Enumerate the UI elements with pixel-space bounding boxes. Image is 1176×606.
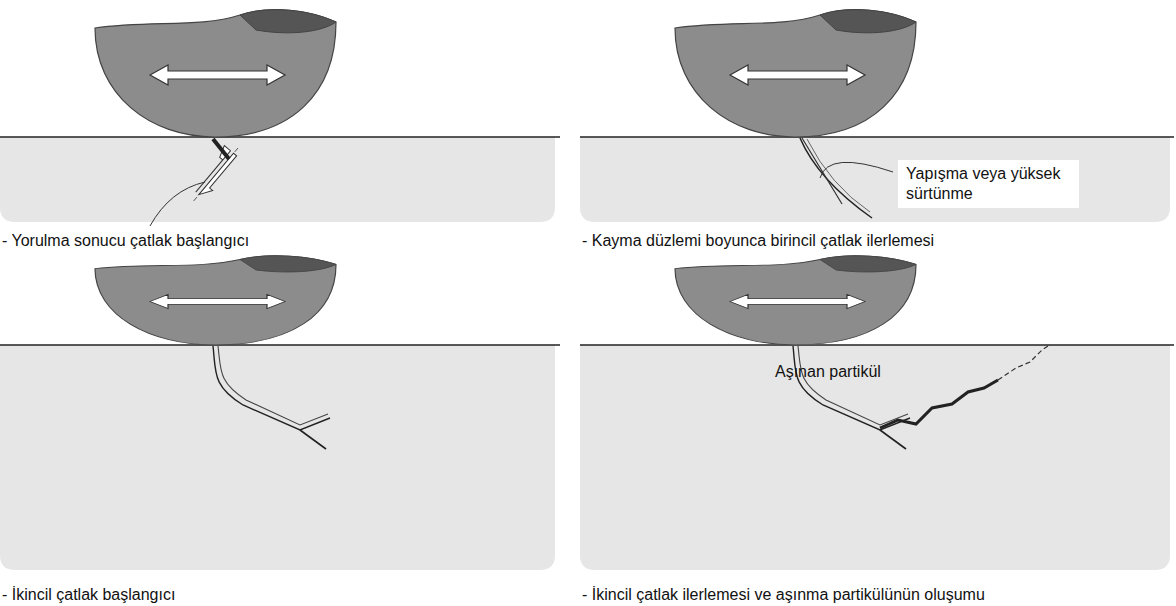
panel-4 <box>580 256 1174 570</box>
panel-3 <box>0 256 560 570</box>
panel-caption: - İkincil çatlak başlangıcı <box>2 585 175 604</box>
panel-caption: - İkincil çatlak ilerlemesi ve aşınma pa… <box>582 585 985 604</box>
panel-caption: - Kayma düzlemi boyunca birincil çatlak … <box>582 231 934 250</box>
panel-1 <box>0 10 560 226</box>
panel-caption: - Yorulma sonucu çatlak başlangıcı <box>2 231 249 250</box>
panel-2 <box>580 10 1174 222</box>
callout-label: Aşınan partikül <box>775 362 881 381</box>
callout-label: Yapışma veya yüksek sürtünme <box>898 160 1079 208</box>
